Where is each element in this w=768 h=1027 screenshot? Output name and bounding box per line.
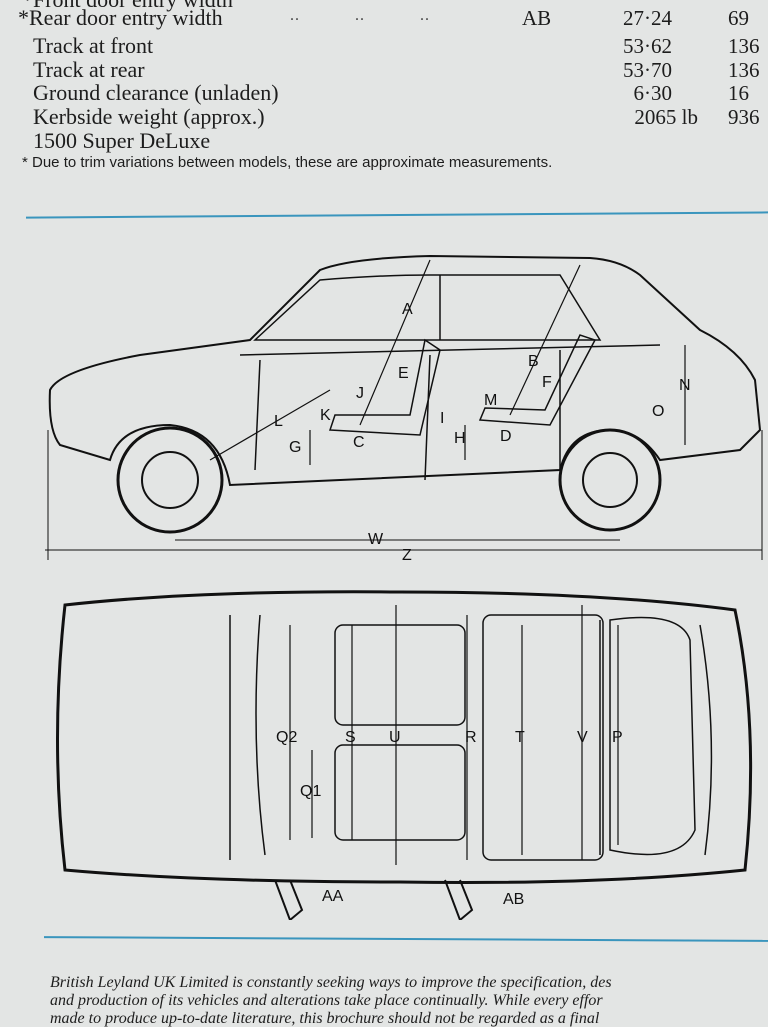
top-view-diagram: Q2 Q1 S U R T V P AA AB <box>56 590 753 920</box>
dimension-label-c: C <box>353 434 365 451</box>
dimension-label-s: S <box>345 729 356 746</box>
spec-mm: 136 <box>728 34 760 58</box>
dimension-label-k: K <box>320 407 331 424</box>
dimension-label-n: N <box>679 377 691 394</box>
dimension-label-e: E <box>398 365 409 382</box>
dimension-label-v: V <box>577 729 588 746</box>
dimension-label-b: B <box>528 353 539 370</box>
dimension-label-z: Z <box>402 547 412 564</box>
divider <box>43 936 768 942</box>
dimension-label-r: R <box>465 729 477 746</box>
disclaimer-line: made to produce up-to-date literature, t… <box>50 1010 600 1027</box>
spec-label: Track at rear <box>33 57 145 82</box>
spec-label: Ground clearance (unladen) <box>33 80 279 105</box>
dimension-label-h: H <box>454 430 466 447</box>
spec-label: 1500 Super DeLuxe <box>33 128 211 153</box>
footnote: * Due to trim variations between models,… <box>22 154 553 171</box>
spec-row: *Front door entry width <box>0 0 768 12</box>
dimension-label-d: D <box>500 428 512 445</box>
divider <box>26 211 768 219</box>
spec-inches: 2065 lb <box>634 105 698 129</box>
side-view-diagram: A B C D E F G H I J K L M N O W Z <box>45 254 763 564</box>
spec-label: Kerbside weight (approx.) <box>33 104 265 129</box>
spec-row: Track at rear 53·70 136 <box>0 57 768 83</box>
dimension-label-ab: AB <box>503 891 524 908</box>
spec-mm: 69 <box>728 6 749 30</box>
spec-mm: 936 <box>728 105 760 129</box>
dimension-label-i: I <box>440 410 444 427</box>
spec-inches: 27·24 <box>623 6 672 30</box>
disclaimer-line: and production of its vehicles and alter… <box>50 992 603 1009</box>
dimension-label-j: J <box>356 385 364 402</box>
spec-inches: 6·30 <box>633 81 673 105</box>
spec-code: AB <box>522 6 552 30</box>
dimension-label-q1: Q1 <box>300 783 321 800</box>
spec-row: 1500 Super DeLuxe <box>0 129 768 153</box>
dimension-label-l: L <box>274 413 283 430</box>
dimension-label-m: M <box>484 392 497 409</box>
dimension-label-g: G <box>289 439 301 456</box>
spec-label: *Rear door entry width <box>18 5 223 30</box>
spec-mm: 16 <box>728 81 749 105</box>
spec-label: *Front door entry width <box>22 0 233 12</box>
dimension-label-aa: AA <box>322 888 344 905</box>
spec-inches: 53·70 <box>623 58 672 82</box>
spec-mm: 136 <box>728 58 760 82</box>
spec-label: Track at front <box>33 33 154 58</box>
disclaimer-line: British Leyland UK Limited is constantly… <box>50 974 612 991</box>
dimension-label-o: O <box>652 403 664 420</box>
spec-inches: 53·62 <box>623 34 672 58</box>
spec-row: Ground clearance (unladen) 6·30 16 <box>0 80 768 106</box>
dimension-label-q2: Q2 <box>276 729 297 746</box>
dimension-label-p: P <box>612 729 623 746</box>
dimension-label-w: W <box>368 531 384 548</box>
spec-row: Kerbside weight (approx.) 2065 lb 936 <box>0 104 768 130</box>
dimension-label-f: F <box>542 374 552 391</box>
dimension-label-t: T <box>515 729 525 746</box>
dimension-label-a: A <box>402 301 413 318</box>
dimension-label-u: U <box>389 729 401 746</box>
spec-row: Track at front 53·62 136 <box>0 33 768 59</box>
